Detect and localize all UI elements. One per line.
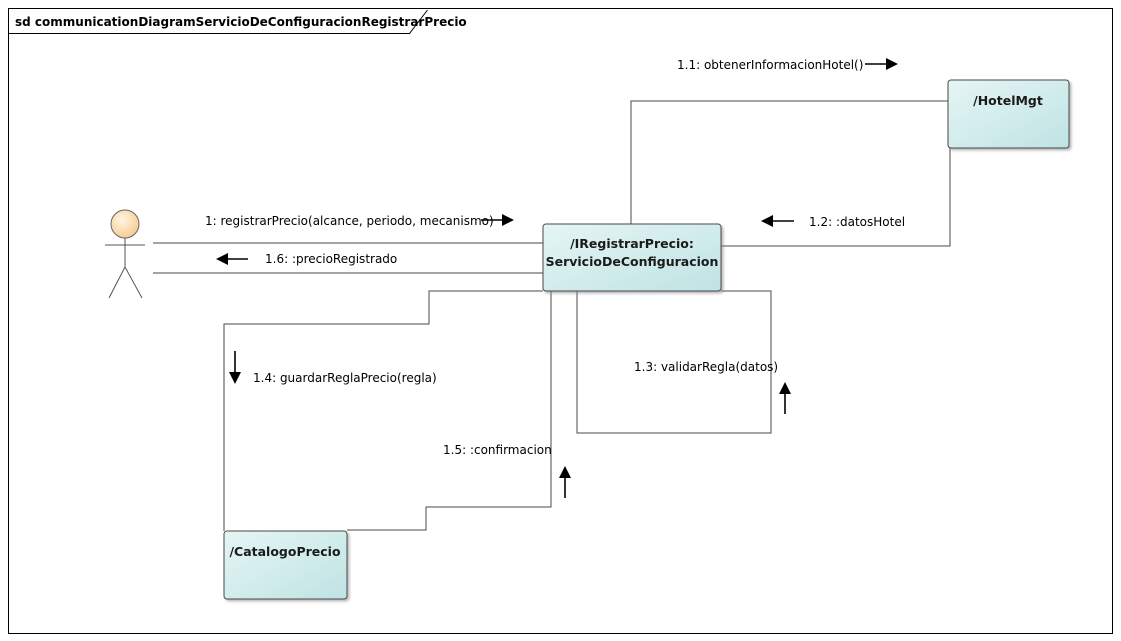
message-1-1-arrowhead — [886, 58, 898, 70]
message-1-arrowhead — [502, 214, 514, 226]
message-1-2-arrowhead — [761, 215, 773, 227]
message-1-5-label: 1.5: :confirmacion — [443, 443, 552, 457]
actor-left-leg — [108, 266, 126, 299]
message-1-label: 1: registrarPrecio(alcance, periodo, mec… — [205, 214, 494, 228]
message-1-3: 1.3: validarRegla(datos) — [634, 360, 791, 414]
catalogo-node[interactable]: /CatalogoPrecio — [223, 530, 348, 600]
message-1-5-arrowhead — [559, 466, 571, 478]
actor[interactable] — [105, 209, 145, 299]
diagram-frame: sd communicationDiagramServicioDeConfigu… — [8, 8, 1113, 634]
hotel-node-label: /HotelMgt — [973, 93, 1043, 108]
message-1-3-arrowhead — [779, 382, 791, 394]
message-1-4-arrowhead — [229, 372, 241, 384]
message-1: 1: registrarPrecio(alcance, periodo, mec… — [205, 214, 514, 228]
service-node[interactable]: /IRegistrarPrecio: ServicioDeConfiguraci… — [542, 223, 722, 292]
message-1-2: 1.2: :datosHotel — [761, 215, 905, 229]
message-1-6-label: 1.6: :precioRegistrado — [265, 252, 397, 266]
actor-right-leg — [124, 266, 143, 299]
actor-head — [110, 209, 140, 239]
message-1-1: 1.1: obtenerInformacionHotel() — [677, 58, 898, 72]
link-service-self-loop[interactable] — [576, 290, 772, 434]
link-service-catalogo-inner[interactable] — [347, 291, 552, 531]
service-node-label-line1: /IRegistrarPrecio: — [570, 236, 694, 251]
frame-title: sd communicationDiagramServicioDeConfigu… — [15, 15, 467, 29]
message-1-5: 1.5: :confirmacion — [443, 443, 571, 498]
hotel-node[interactable]: /HotelMgt — [947, 79, 1070, 149]
message-1-1-label: 1.1: obtenerInformacionHotel() — [677, 58, 863, 72]
message-1-6-arrowhead — [216, 253, 228, 265]
message-1-3-label: 1.3: validarRegla(datos) — [634, 360, 778, 374]
link-service-hotel-top[interactable] — [630, 100, 948, 224]
link-service-hotel-bottom[interactable] — [721, 148, 951, 247]
link-service-catalogo-outer[interactable] — [223, 290, 543, 531]
links — [153, 100, 951, 531]
message-1-6: 1.6: :precioRegistrado — [216, 252, 397, 266]
catalogo-node-label: /CatalogoPrecio — [229, 544, 340, 559]
service-node-label-line2: ServicioDeConfiguracion — [546, 254, 719, 269]
message-1-2-label: 1.2: :datosHotel — [809, 215, 905, 229]
message-1-4-label: 1.4: guardarReglaPrecio(regla) — [253, 371, 437, 385]
message-1-4: 1.4: guardarReglaPrecio(regla) — [229, 351, 437, 385]
